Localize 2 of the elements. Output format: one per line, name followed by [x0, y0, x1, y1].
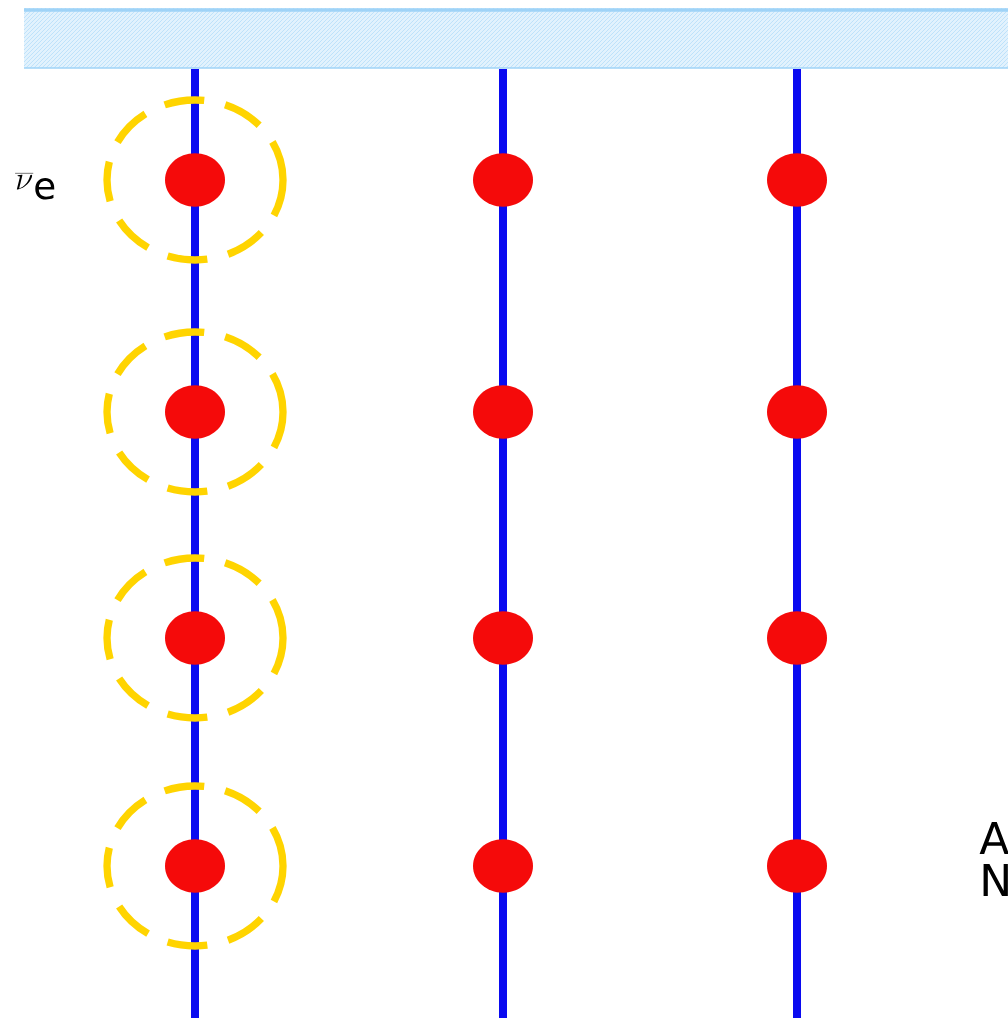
label-text: N	[983, 863, 1008, 897]
neutrino-symbol: $\overline{\nu}_{\mathrm{e}}$	[15, 173, 55, 200]
